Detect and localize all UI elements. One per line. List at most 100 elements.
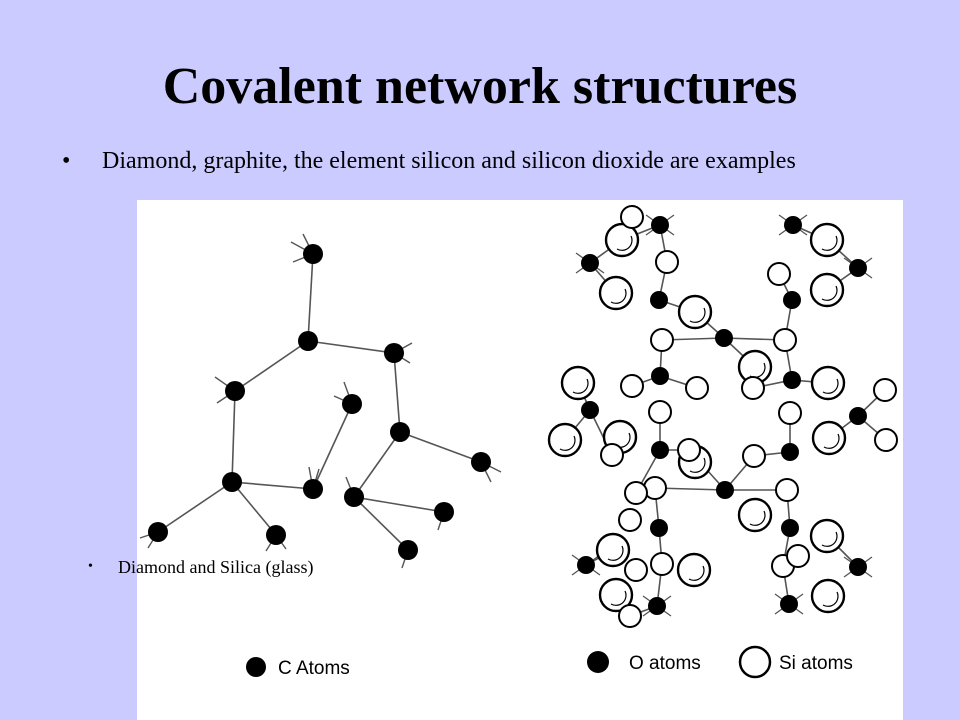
legend: C Atoms O atoms Si atoms (246, 645, 853, 679)
carbon-atom (398, 540, 418, 560)
silicon-atom (811, 420, 847, 456)
silicon-atom-small (741, 376, 765, 400)
carbon-atom (303, 479, 323, 499)
carbon-atom (342, 394, 362, 414)
bond-line (353, 496, 409, 551)
bond-line (307, 253, 314, 342)
oxygen-atom (849, 407, 867, 425)
silicon-atom (677, 294, 713, 330)
silicon-shine (822, 378, 839, 394)
diamond-lattice (139, 233, 502, 569)
silicon-atom-small (655, 250, 679, 274)
carbon-atom (266, 525, 286, 545)
silicon-shine (823, 433, 840, 449)
silicon-shine (821, 531, 838, 547)
bond-line (312, 403, 353, 490)
carbon-atom (225, 381, 245, 401)
silicon-atom (598, 577, 634, 613)
silicon-atom-small (767, 262, 791, 286)
legend-c-atom-marker (246, 657, 266, 677)
silicon-atom (810, 578, 846, 614)
oxygen-atom (781, 519, 799, 537)
silicon-shine (610, 288, 627, 304)
silicon-atom-small (624, 481, 648, 505)
sub-bullet-text: Diamond and Silica (glass) (118, 557, 314, 577)
silicon-atom-small (618, 508, 642, 532)
oxygen-atom (716, 481, 734, 499)
legend-si-atoms: Si atoms (779, 653, 853, 674)
silicon-atom-small (742, 444, 766, 468)
silicon-atom-small (620, 205, 644, 229)
silicon-atom (595, 532, 631, 568)
oxygen-atom (651, 441, 669, 459)
bond-line (231, 481, 314, 490)
silicon-shine (821, 285, 838, 301)
carbon-atom (298, 331, 318, 351)
carbon-atom (471, 452, 491, 472)
oxygen-atom (648, 597, 666, 615)
sub-bullet-dot: • (88, 559, 93, 574)
silicon-shine (689, 457, 706, 473)
carbon-atom (222, 472, 242, 492)
silicon-atom-small (874, 428, 898, 452)
oxygen-atom (849, 558, 867, 576)
carbon-atom (390, 422, 410, 442)
silicon-shine (688, 565, 705, 581)
oxygen-atom (849, 259, 867, 277)
legend-o-atom-marker (587, 651, 609, 673)
oxygen-atom (715, 329, 733, 347)
silica-lattice (547, 205, 898, 628)
silicon-shine (607, 545, 624, 561)
silicon-atom-small (786, 544, 810, 568)
silicon-atom-small (648, 400, 672, 424)
carbon-atom (344, 487, 364, 507)
oxygen-atom (577, 556, 595, 574)
legend-c-atoms: C Atoms (278, 658, 350, 679)
silicon-atom-small (677, 438, 701, 462)
silicon-atom-small (650, 328, 674, 352)
carbon-atom (384, 343, 404, 363)
carbon-atom (303, 244, 323, 264)
bond-line (399, 431, 482, 463)
oxygen-atom (784, 216, 802, 234)
oxygen-atom (651, 216, 669, 234)
silicon-shine (821, 235, 838, 251)
silicon-atom-small (775, 478, 799, 502)
silicon-atom (598, 275, 634, 311)
silicon-atom (676, 552, 712, 588)
silicon-shine (616, 235, 633, 251)
oxygen-atom (651, 367, 669, 385)
oxygen-atom (783, 371, 801, 389)
legend-o-atoms: O atoms (629, 653, 701, 674)
silicon-atom-small (685, 376, 709, 400)
bullet-dot: • (62, 148, 71, 174)
structure-diagram: C Atoms O atoms Si atoms (139, 205, 898, 679)
bond-line (353, 496, 445, 513)
silicon-atom (547, 422, 583, 458)
silicon-atom-small (618, 604, 642, 628)
legend-si-atom-marker (738, 645, 772, 679)
silicon-shine (689, 307, 706, 323)
bond-line (231, 481, 277, 536)
bond-line (234, 340, 309, 392)
silicon-atom-small (778, 401, 802, 425)
carbon-atom (434, 502, 454, 522)
bond-line (393, 352, 401, 433)
silicon-shine (749, 510, 766, 526)
silicon-atom (604, 222, 640, 258)
silicon-shine (559, 435, 576, 451)
silicon-atom-small (620, 374, 644, 398)
silicon-atom (809, 272, 845, 308)
bond-line (231, 390, 236, 483)
oxygen-atom (581, 254, 599, 272)
bond-line (353, 431, 401, 498)
silicon-atom (810, 365, 846, 401)
silicon-atom (560, 365, 596, 401)
silicon-atom-small (600, 443, 624, 467)
structure-figure: C Atoms O atoms Si atoms (137, 200, 903, 720)
silicon-atom (809, 222, 845, 258)
silicon-atom-small (650, 552, 674, 576)
silicon-atom (809, 518, 845, 554)
silicon-shine (822, 591, 839, 607)
carbon-atom (148, 522, 168, 542)
